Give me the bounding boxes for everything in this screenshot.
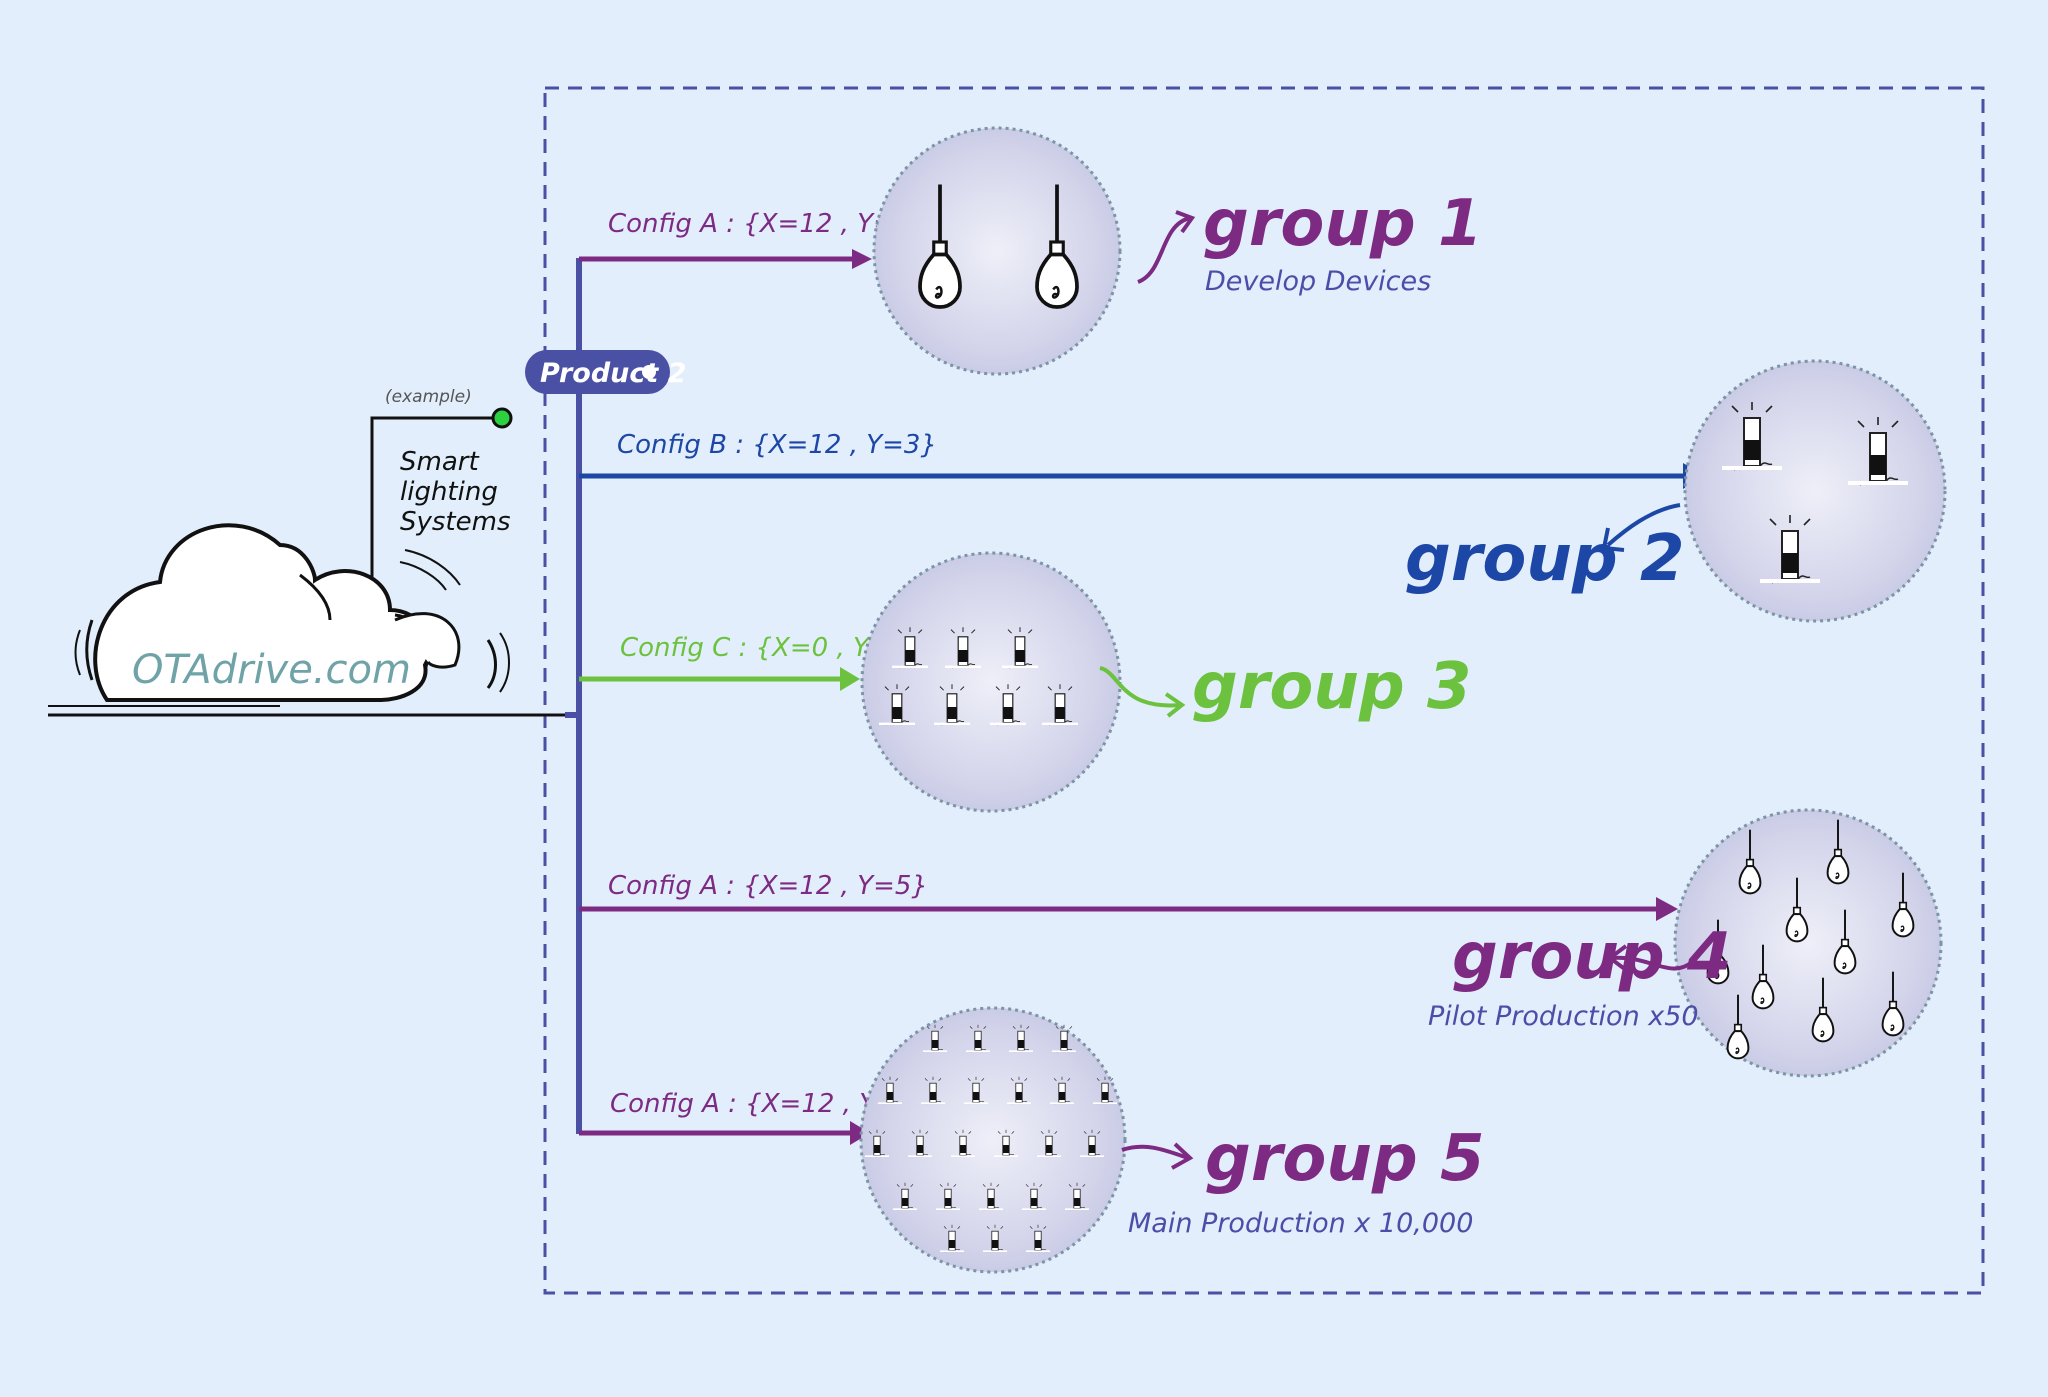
group-3-circle (860, 551, 1122, 813)
group-4-label-block: group 4 Pilot Production x50 (1428, 920, 1732, 1032)
branch-4-config: Config A : {X=12 , Y=5} (608, 871, 928, 901)
group-4-subtitle: Pilot Production x50 (1428, 1001, 1699, 1032)
group-1-title: group 1 (1203, 187, 1483, 261)
product-dot-icon (642, 365, 656, 379)
group-5-subtitle: Main Production x 10,000 (1128, 1208, 1473, 1239)
branch-2: Config B : {X=12 , Y=3} (579, 430, 1705, 489)
group-4-title: group 4 (1452, 920, 1732, 994)
branch-1-arrowhead (852, 249, 872, 269)
product-label: Product 2 (540, 358, 686, 389)
device-label-line-2: lighting (400, 477, 498, 507)
status-led (491, 407, 513, 429)
group-2-title: group 2 (1405, 522, 1685, 596)
group-5-title: group 5 (1205, 1122, 1485, 1196)
group-2-pointer-arrow (1606, 503, 1681, 547)
group-3-label-block: group 3 (1099, 650, 1472, 724)
group-5-pointer-arrow (1121, 1144, 1189, 1160)
group-3-title: group 3 (1192, 650, 1472, 724)
product-badge: Product 2 (525, 350, 686, 394)
example-note: (example) (385, 387, 472, 407)
cloud-icon (74, 523, 510, 702)
group-3-pointer-arrow (1099, 666, 1181, 708)
group-5-label-block: group 5 Main Production x 10,000 (1121, 1122, 1485, 1239)
brand-name: OTAdrive.com (132, 647, 411, 693)
group-1-label-block: group 1 Develop Devices (1137, 187, 1483, 297)
group-1-circle (872, 126, 1122, 376)
branch-4: Config A : {X=12 , Y=5} (579, 871, 1678, 921)
branch-3-arrowhead (840, 667, 860, 691)
branch-2-config: Config B : {X=12 , Y=3} (617, 430, 937, 460)
group-2-label-block: group 2 (1405, 503, 1685, 596)
antenna-line (370, 416, 496, 580)
branch-1-config: Config A : {X=12 , Y=5} (608, 209, 928, 239)
group-4-pointer-arrow (1611, 955, 1694, 971)
product-frame (543, 86, 1985, 1295)
group-1-subtitle: Develop Devices (1205, 266, 1431, 297)
device-label-line-1: Smart (400, 447, 479, 477)
group-1-pointer-arrow (1137, 216, 1191, 284)
branch-1: Config A : {X=12 , Y=5} (579, 209, 928, 269)
group-5-circle (859, 1006, 1127, 1274)
device-label-line-3: Systems (400, 507, 511, 537)
branch-4-arrowhead (1656, 897, 1678, 921)
